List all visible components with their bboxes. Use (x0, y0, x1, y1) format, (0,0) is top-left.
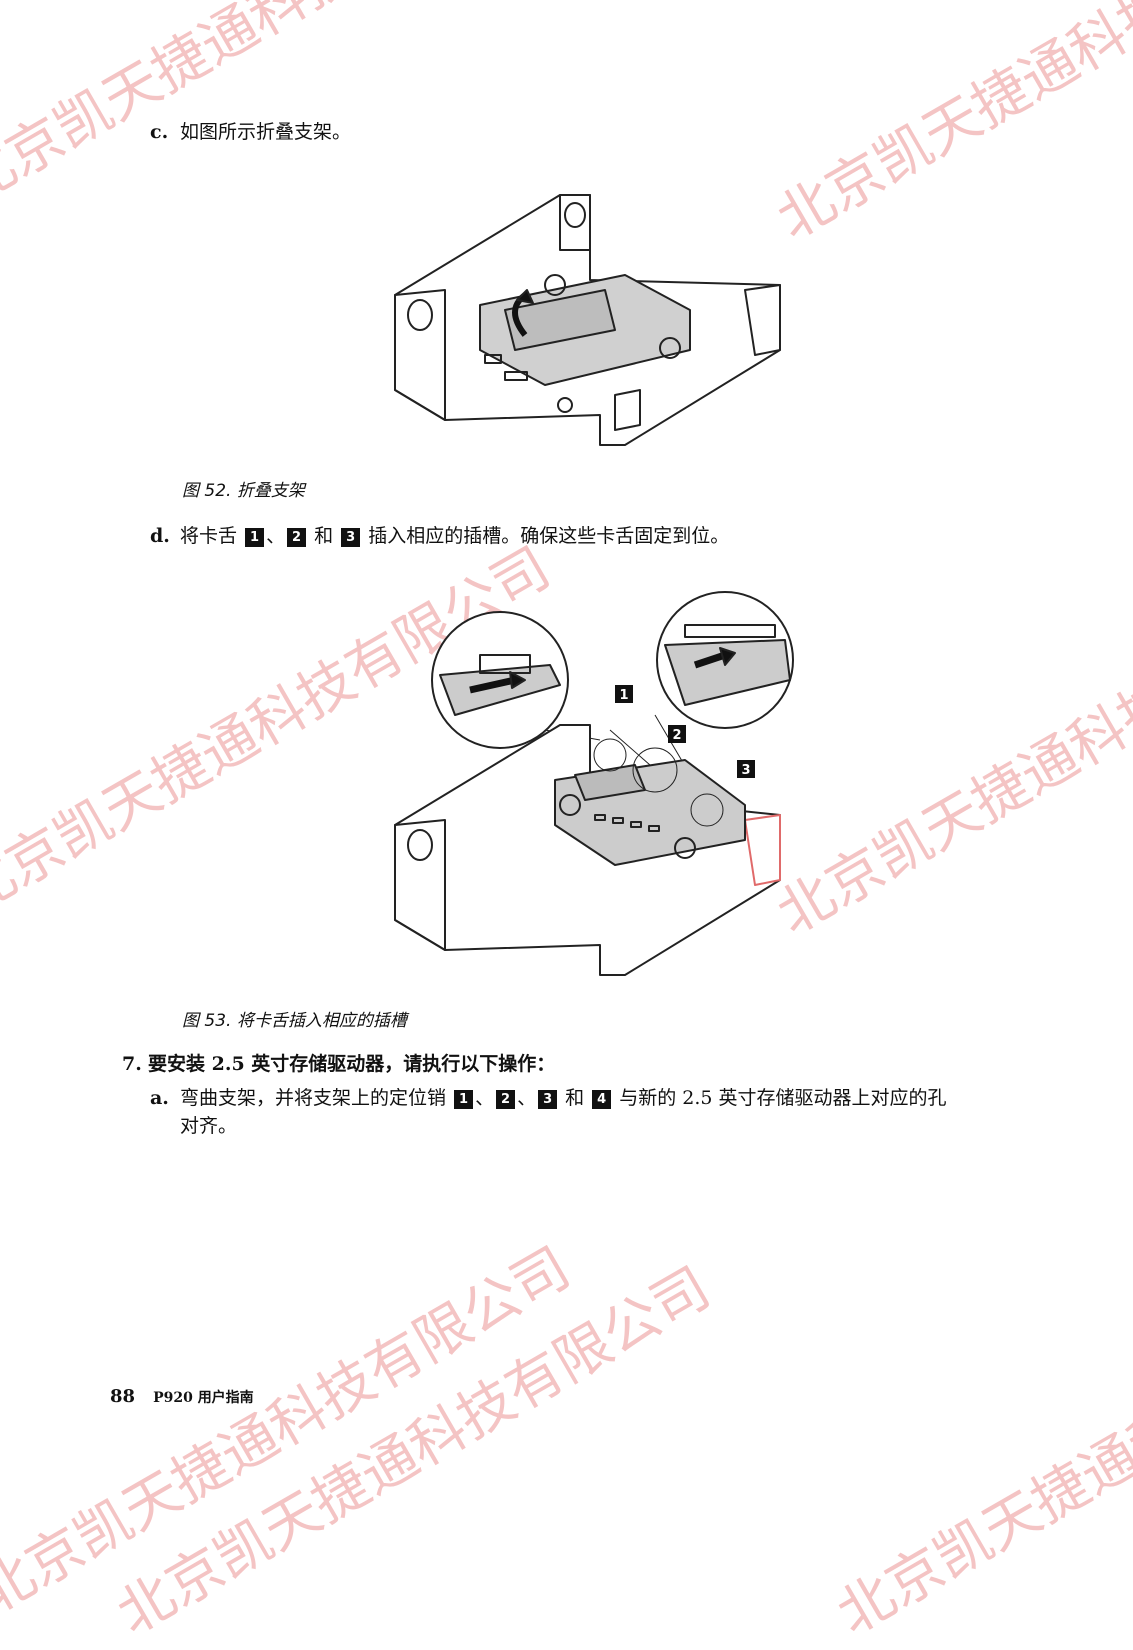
and-text: 和 (314, 525, 334, 547)
separator: 、 (517, 1087, 537, 1109)
watermark: 北京凯天捷通科技有限公司 (0, 1235, 581, 1628)
figure-52-illustration (394, 194, 781, 446)
figure-53-illustration: 1 2 3 (394, 591, 794, 976)
figure-53-caption: 图 53. 将卡舌插入相应的插槽 (182, 1011, 407, 1031)
page-number: 88 (110, 1386, 136, 1407)
callout-badge: 3 (341, 528, 361, 547)
watermark: 北京凯天捷通科技有限公司 (766, 555, 1133, 948)
and-text: 和 (565, 1087, 585, 1109)
figure-52-caption: 图 52. 折叠支架 (182, 481, 305, 501)
step-d: d. 将卡舌 1、2 和 3 插入相应的插槽。确保这些卡舌固定到位。 (150, 522, 729, 550)
step-text-continued: 对齐。 (180, 1115, 238, 1137)
step-text: 如图所示折叠支架。 (180, 121, 352, 143)
page-footer: 88 P920 用户指南 (110, 1386, 254, 1407)
watermark: 北京凯天捷通科技有限公司 (766, 0, 1133, 253)
step-text: 与新的 2.5 英寸存储驱动器上对应的孔 (619, 1087, 947, 1109)
callout-badge: 1 (245, 528, 265, 547)
step-c: c. 如图所示折叠支架。 (150, 118, 351, 146)
separator: 、 (475, 1087, 495, 1109)
callout-badge: 1 (454, 1090, 474, 1109)
watermark: 北京凯天捷通科技有限公司 (106, 1255, 721, 1648)
step-text: 要安装 2.5 英寸存储驱动器，请执行以下操作： (148, 1053, 556, 1075)
watermark: 北京凯天捷通科技有限公司 (0, 0, 561, 218)
separator: 、 (266, 525, 286, 547)
document-title: P920 用户指南 (153, 1390, 254, 1406)
step-label: d. (150, 525, 170, 547)
watermark: 北京凯天捷通科技有限公司 (826, 1255, 1133, 1648)
step-a: a.弯曲支架，并将支架上的定位销 1、2、3 和 4 与新的 2.5 英寸存储驱… (150, 1084, 1030, 1140)
callout-2-label: 2 (672, 728, 681, 743)
callout-2-box (668, 725, 686, 743)
callout-1-label: 1 (619, 688, 628, 703)
step-text: 将卡舌 (180, 525, 238, 547)
callout-badge: 2 (287, 528, 307, 547)
callout-badge: 3 (538, 1090, 558, 1109)
step-text: 插入相应的插槽。确保这些卡舌固定到位。 (368, 525, 730, 547)
callout-1-box (615, 685, 633, 703)
step-7: 7. 要安装 2.5 英寸存储驱动器，请执行以下操作： (122, 1050, 555, 1078)
step-text: 弯曲支架，并将支架上的定位销 (180, 1087, 447, 1109)
callout-3-label: 3 (741, 763, 750, 778)
step-label: c. (150, 121, 169, 143)
callout-badge: 2 (496, 1090, 516, 1109)
callout-badge: 4 (592, 1090, 612, 1109)
step-label: a. (150, 1087, 169, 1109)
callout-3-box (737, 760, 755, 778)
step-label: 7. (122, 1053, 142, 1075)
